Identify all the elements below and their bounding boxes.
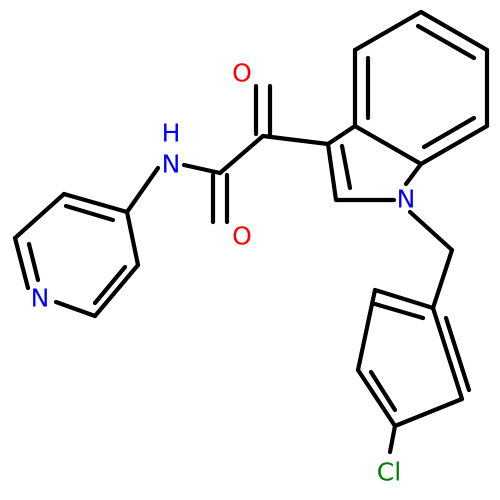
nitrogen-indole-label: N (397, 185, 416, 214)
oxygen-amide-label: O (232, 222, 252, 251)
bond (217, 133, 266, 176)
bond (403, 161, 424, 187)
bond (260, 133, 331, 147)
bond (325, 141, 339, 203)
bond (124, 165, 161, 215)
bond (63, 203, 116, 223)
bond (12, 191, 67, 241)
bond (124, 209, 141, 268)
oxygen-keto-label: O (232, 59, 252, 88)
bond (418, 123, 490, 167)
bond (415, 23, 477, 61)
hydrogen-amide-label: H (162, 119, 181, 148)
bond (392, 396, 465, 429)
bond (387, 423, 398, 455)
bond (92, 262, 141, 319)
bond (92, 264, 128, 306)
bond (339, 143, 353, 191)
bond (418, 9, 490, 53)
bond (61, 191, 130, 215)
bond (421, 115, 477, 150)
bond (355, 287, 378, 373)
atom-labels: O O H N N N Cl (31, 59, 416, 487)
bond (430, 305, 465, 402)
bond (26, 241, 41, 283)
bond-lines (12, 9, 490, 455)
bond (372, 287, 436, 311)
chlorine-label: Cl (377, 458, 401, 487)
bond (443, 315, 472, 393)
bond (368, 369, 398, 413)
nitrogen-pyridine-label: N (31, 284, 50, 313)
bond (407, 209, 455, 253)
nitrogen-amide-label: N (162, 150, 181, 179)
bond (355, 367, 398, 429)
bond (12, 235, 31, 291)
bond (325, 123, 358, 147)
bond (53, 299, 98, 319)
bond (181, 162, 223, 176)
bond (372, 301, 426, 321)
bond (352, 123, 424, 167)
bond (430, 247, 455, 311)
bond (352, 9, 424, 53)
